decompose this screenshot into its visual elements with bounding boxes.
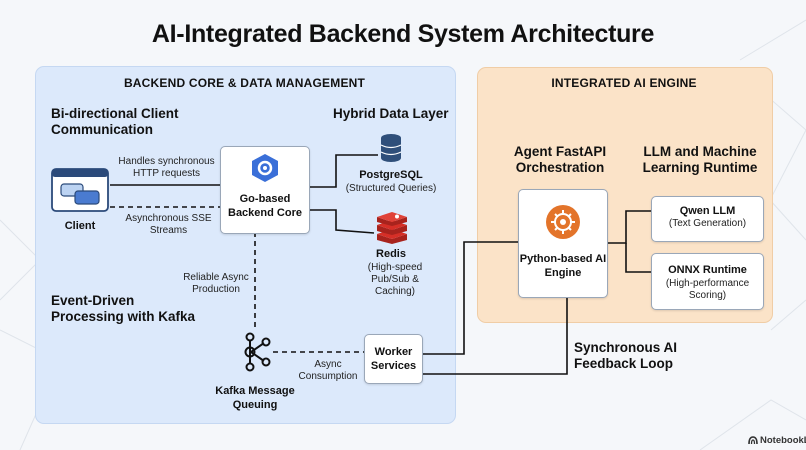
database-icon: [380, 134, 402, 162]
backend-core-card: Go-based Backend Core: [220, 146, 310, 234]
ai-panel-title: INTEGRATED AI ENGINE: [551, 76, 697, 90]
qwen-card: Qwen LLM (Text Generation): [651, 196, 764, 242]
notebooklm-logo-icon: [748, 436, 758, 445]
ai-engine-card: Python-based AI Engine: [518, 189, 608, 298]
qwen-label: Qwen LLM: [679, 205, 736, 217]
agent-heading: Agent FastAPI Orchestration: [513, 144, 607, 175]
feedback-connector: [421, 296, 568, 375]
brand-watermark: NotebookLM: [748, 435, 806, 447]
redis-desc: (High-speed Pub/Sub & Caching): [367, 262, 423, 297]
redis-label: Redis: [376, 248, 406, 260]
backend-core-label: Go-based Backend Core: [228, 193, 302, 219]
redis-connector: [308, 209, 375, 234]
ai-engine-icon: [546, 205, 580, 239]
postgres-label: PostgreSQL: [359, 169, 423, 181]
kafka-label: Kafka Message Queuing: [215, 385, 295, 411]
async-consumption-label: Async Consumption: [298, 359, 358, 382]
onnx-label: ONNX Runtime: [668, 264, 747, 276]
postgres-connector: [308, 154, 378, 188]
feedback-loop-label: Synchronous AI Feedback Loop: [574, 340, 678, 371]
client-window-icon: [51, 168, 109, 212]
client-comm-heading: Bi-directional Client Communication: [51, 106, 179, 137]
onnx-card: ONNX Runtime (High-performance Scoring): [651, 253, 764, 310]
page-title: AI-Integrated Backend System Architectur…: [151, 20, 655, 48]
client-label: Client: [64, 220, 96, 232]
redis-icon: [377, 212, 407, 244]
kafka-icon: [244, 332, 271, 372]
event-driven-heading: Event-Driven Processing with Kafka: [51, 293, 196, 324]
onnx-connector: [625, 243, 651, 273]
ai-engine-label: Python-based AI Engine: [519, 253, 607, 279]
data-layer-heading: Hybrid Data Layer: [333, 106, 449, 121]
sse-label: Asynchronous SSE Streams: [125, 213, 212, 236]
sync-http-label: Handles synchronous HTTP requests: [118, 156, 215, 179]
brand-name: NotebookLM: [760, 435, 806, 446]
llm-runtime-heading: LLM and Machine Learning Runtime: [642, 144, 758, 175]
qwen-connector: [606, 210, 651, 244]
reliable-async-label: Reliable Async Production: [183, 272, 249, 295]
worker-services-card: Worker Services: [364, 334, 423, 384]
postgres-desc: (Structured Queries): [345, 183, 437, 194]
onnx-desc: (High-performance Scoring): [665, 278, 750, 301]
backend-panel-title: BACKEND CORE & DATA MANAGEMENT: [123, 76, 366, 90]
worker-ai-connector: [421, 241, 518, 355]
worker-services-label: Worker Services: [370, 346, 417, 372]
qwen-desc: (Text Generation): [668, 218, 747, 229]
go-core-icon: [252, 154, 278, 182]
